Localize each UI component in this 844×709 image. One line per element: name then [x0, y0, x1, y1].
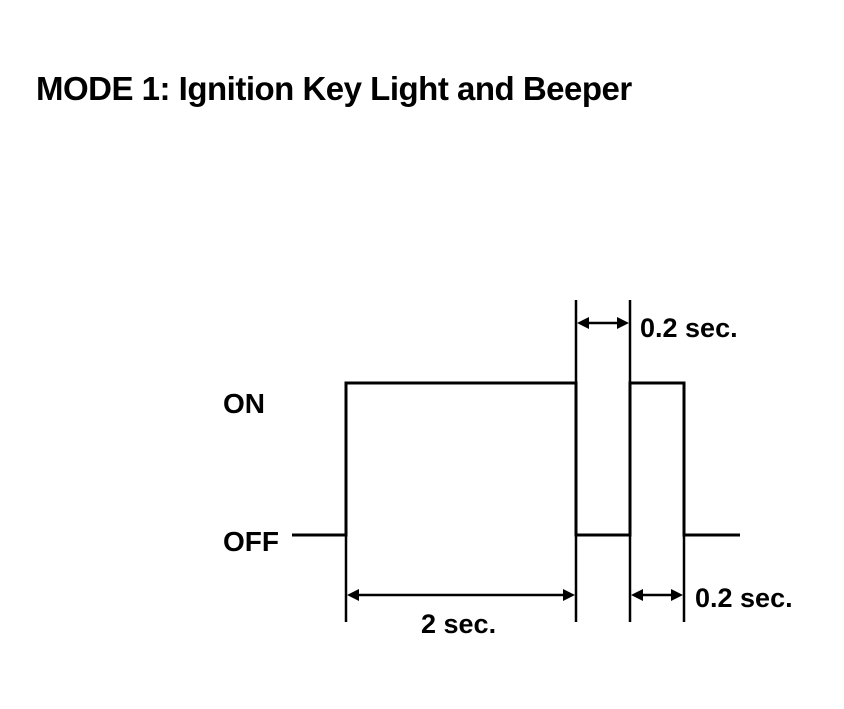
second-on-duration-label: 0.2 sec. [695, 583, 793, 613]
dimension-2-sec [347, 589, 575, 601]
dimension-gap-0-2-sec [577, 317, 629, 329]
first-on-duration-label: 2 sec. [421, 609, 496, 639]
gap-duration-label: 0.2 sec. [640, 313, 738, 343]
dimension-second-0-2-sec [631, 589, 683, 601]
diagram-title: MODE 1: Ignition Key Light and Beeper [36, 70, 632, 107]
signal-waveform [292, 381, 740, 537]
on-level-label: ON [223, 388, 265, 419]
off-level-label: OFF [223, 526, 279, 557]
